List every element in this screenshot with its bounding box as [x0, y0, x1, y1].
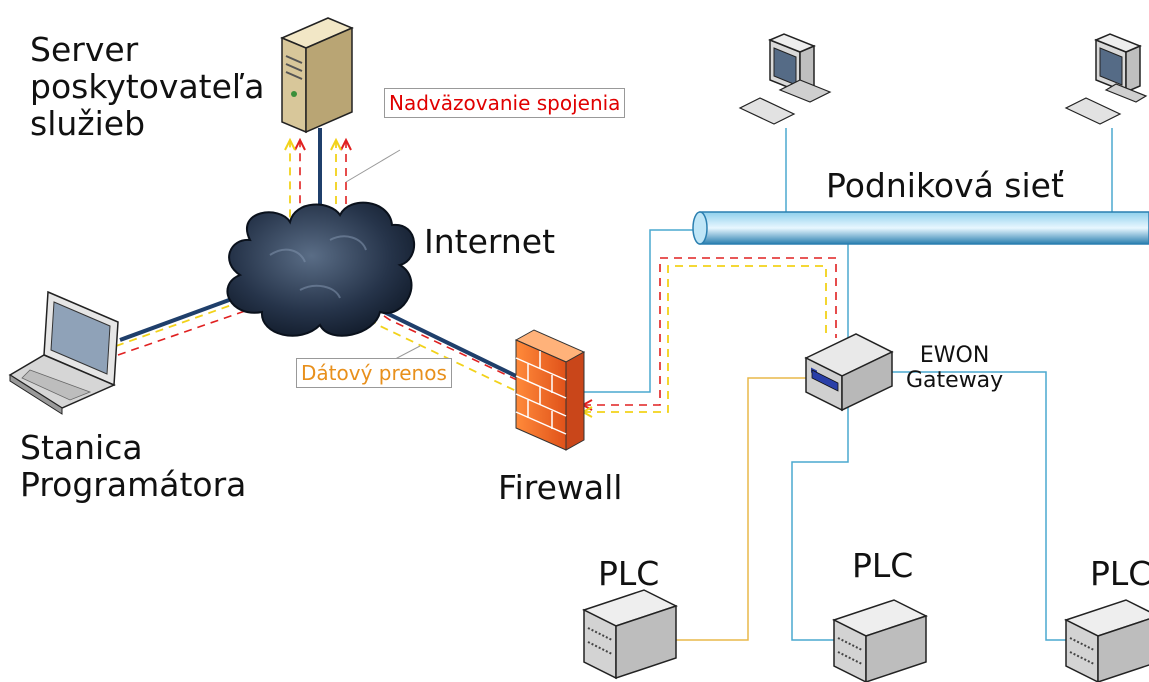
network-bus [692, 211, 1149, 245]
plc-label-2: PLC [852, 546, 914, 585]
callout-leader-navazovanie [345, 149, 401, 183]
link-laptop-cloud [119, 294, 241, 342]
wan-links [119, 128, 521, 380]
workstation-icon-2 [1064, 33, 1148, 125]
link-ewon-plc1 [676, 377, 808, 641]
connection-request-path [117, 140, 837, 406]
data-transfer-path [115, 140, 827, 413]
server-label: Server poskytovateľa služieb [30, 30, 265, 143]
ewon-gateway-icon [804, 333, 894, 412]
ewon-gateway-label: EWON Gateway [906, 343, 1004, 393]
plc-icon-3 [1064, 599, 1149, 682]
plc-label-3: PLC [1090, 554, 1149, 593]
connection-setup-callout: Nadväzovanie spojenia [384, 88, 626, 118]
link-ewon-plc3 [890, 371, 1068, 641]
plc-icon-2 [832, 599, 928, 682]
firewall-icon [514, 329, 586, 451]
station-label: Stanica Programátora [20, 428, 247, 504]
lan-links [580, 128, 1113, 641]
laptop-icon [8, 290, 119, 415]
link-cloud-firewall [369, 303, 521, 380]
data-transfer-callout: Dátový prenos [296, 358, 452, 388]
link-firewall-bus [580, 229, 700, 393]
cloud-icon [226, 201, 415, 337]
workstation-icon-1 [738, 33, 832, 125]
plc-label-1: PLC [598, 554, 660, 593]
firewall-label: Firewall [498, 468, 623, 507]
corporate-network-label: Podniková sieť [826, 166, 1064, 205]
plc-icon-1 [582, 589, 678, 680]
server-icon [280, 17, 354, 134]
internet-label: Internet [424, 222, 556, 261]
link-ewon-plc2 [791, 405, 849, 641]
